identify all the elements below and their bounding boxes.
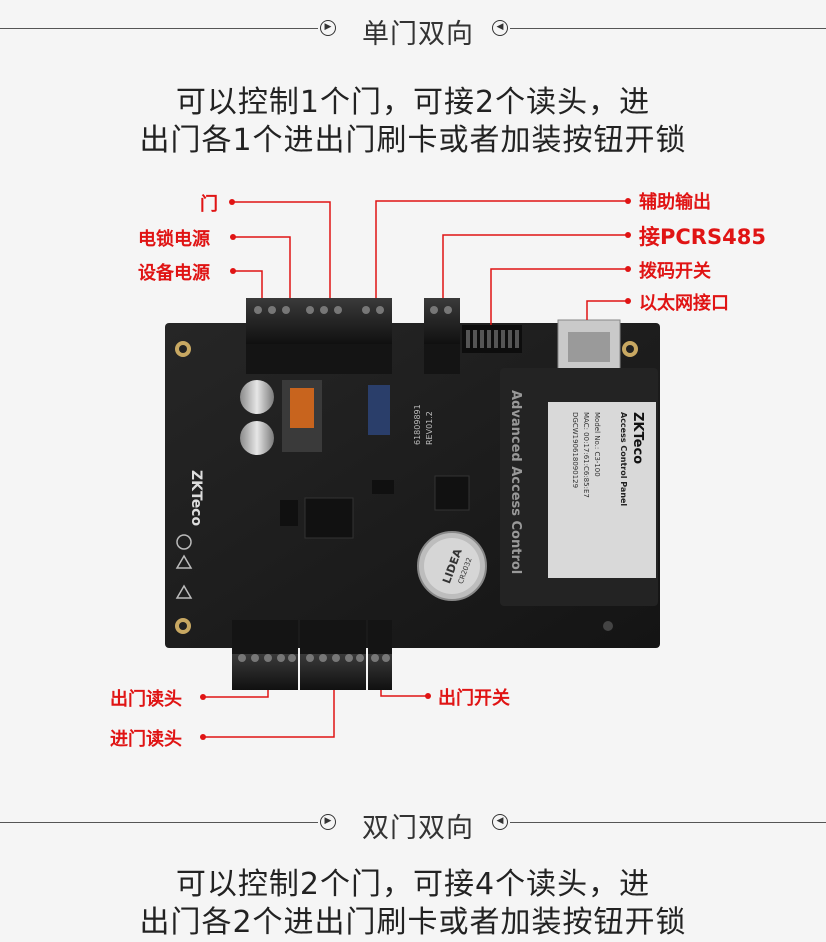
- label-device-power: 设备电源: [138, 263, 210, 284]
- mcu-chip: [304, 497, 354, 539]
- label-ethernet: 以太网接口: [639, 293, 729, 314]
- module-heading: Advanced Access Control: [508, 390, 523, 574]
- section-title: 双门双向: [362, 813, 474, 844]
- chevron-left-circle-icon: ◀: [492, 20, 508, 36]
- section-description-line1: 可以控制1个门，可接2个读头，进: [175, 85, 651, 120]
- divider-right: [510, 28, 826, 29]
- label-exit-button: 出门开关: [438, 688, 510, 709]
- chevron-right-circle-icon: ▶: [320, 20, 336, 36]
- section-header-double-door: ▶ 双门双向 ◀: [0, 802, 826, 844]
- top-terminal-blocks: [246, 298, 460, 374]
- chevron-right-circle-icon: ▶: [320, 814, 336, 830]
- pcb-code-silkscreen: 61809891: [413, 404, 422, 445]
- dip-switch: [462, 325, 522, 353]
- module-product: Access Control Panel: [619, 412, 628, 506]
- label-dip-switch: 拨码开关: [639, 261, 711, 282]
- module-serial: DGCW190618090129: [571, 412, 579, 488]
- section-header-single-door: ▶ 单门双向 ◀: [0, 8, 826, 50]
- section-description-line2: 出门各1个进出门刷卡或者加装按钮开锁: [139, 123, 687, 158]
- controller-board-figure: ZKTeco: [0, 180, 826, 760]
- relay-blue: [368, 385, 390, 435]
- label-lock-power: 电锁电源: [138, 229, 210, 250]
- bottom-terminal-blocks: [232, 620, 392, 690]
- label-aux-output: 辅助输出: [639, 192, 711, 213]
- section-description-line2: 出门各2个进出门刷卡或者加装按钮开锁: [139, 905, 687, 940]
- module-model: Model No.: C3-100: [593, 412, 601, 477]
- section-title: 单门双向: [362, 19, 474, 50]
- chip: [434, 475, 470, 511]
- label-door: 门: [200, 194, 218, 215]
- divider-right: [510, 822, 826, 823]
- module-mac: MAC: 00:17:61:C6:85:E7: [582, 412, 590, 498]
- chevron-left-circle-icon: ◀: [492, 814, 508, 830]
- divider-left: [0, 28, 318, 29]
- label-rs485: 接PCRS485: [639, 225, 766, 249]
- label-entry-reader: 进门读头: [110, 729, 182, 750]
- brand-silkscreen: ZKTeco: [188, 470, 204, 526]
- mounting-hole: [603, 621, 613, 631]
- pcb-version-silkscreen: REV01.2: [425, 411, 434, 445]
- section-description-line1: 可以控制2个门，可接4个读头，进: [175, 867, 651, 902]
- label-exit-reader: 出门读头: [110, 689, 182, 710]
- capacitor: [240, 421, 274, 455]
- capacitor: [240, 380, 274, 414]
- module-sticker: [548, 402, 656, 578]
- module-brand: ZKTeco: [630, 412, 645, 464]
- callout-lines: [203, 200, 628, 738]
- board-illustration: ZKTeco: [165, 198, 660, 740]
- divider-left: [0, 822, 318, 823]
